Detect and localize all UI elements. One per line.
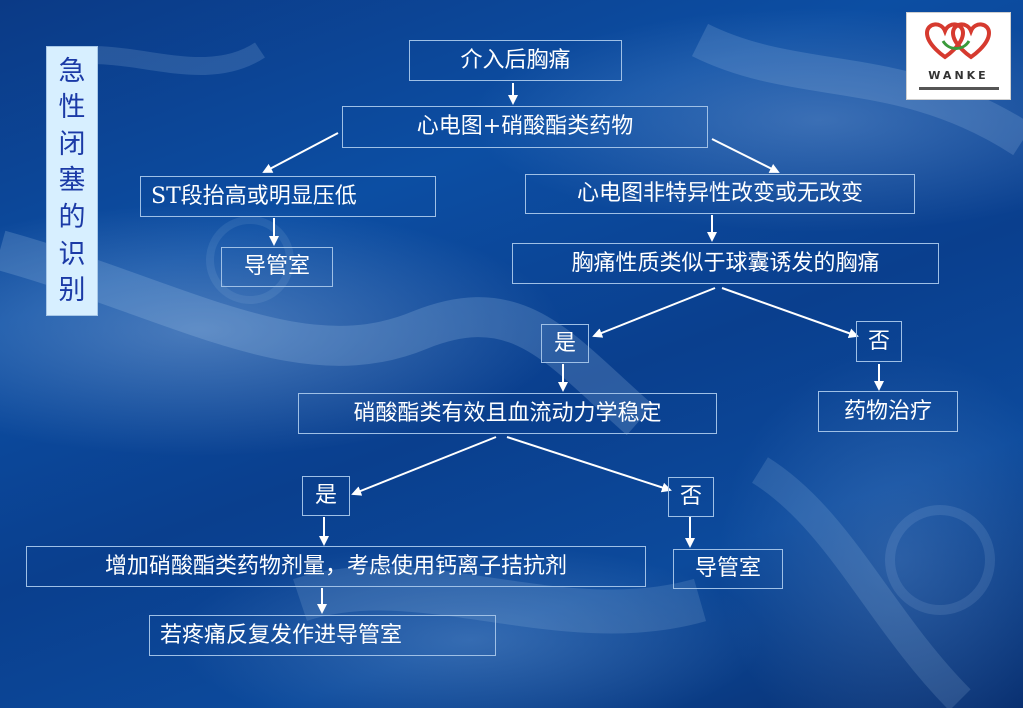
- node-start: 介入后胸痛: [409, 40, 622, 81]
- title-char: 急: [58, 55, 86, 87]
- node-recurrent-pain: 若疼痛反复发作进导管室: [149, 615, 496, 656]
- node-nitrate-effective: 硝酸酯类有效且血流动力学稳定: [298, 393, 717, 434]
- node-no-2: 否: [668, 477, 714, 517]
- node-drug-therapy: 药物治疗: [818, 391, 958, 432]
- logo-underline: [919, 87, 999, 90]
- node-st-change: ST段抬高或明显压低: [140, 176, 436, 217]
- node-no-1: 否: [856, 321, 902, 362]
- node-balloon-pain: 胸痛性质类似于球囊诱发的胸痛: [512, 243, 939, 284]
- title-char: 性: [58, 92, 86, 124]
- heart-logo-icon: [924, 22, 992, 60]
- node-cath-lab-1: 导管室: [221, 247, 333, 287]
- node-cath-lab-2: 导管室: [673, 549, 783, 589]
- node-increase-dose: 增加硝酸酯类药物剂量，考虑使用钙离子拮抗剂: [26, 546, 646, 587]
- title-char: 的: [58, 202, 86, 234]
- arrow-ecg-to-nonspecific: [711, 138, 780, 173]
- title-char: 闭: [58, 128, 86, 160]
- vertical-title: 急 性 闭 塞 的 识 别: [46, 46, 98, 316]
- wanke-logo: WANKE: [906, 12, 1011, 100]
- node-yes-2: 是: [302, 476, 350, 516]
- arrow-ecg-to-st: [262, 132, 339, 173]
- node-yes-1: 是: [541, 324, 589, 363]
- title-char: 别: [58, 275, 86, 307]
- arrow-balloon-to-no1: [721, 287, 859, 339]
- arrow-nitrate-to-yes2: [351, 436, 497, 496]
- node-ecg-nitrate: 心电图+硝酸酯类药物: [342, 106, 708, 148]
- logo-text: WANKE: [928, 69, 989, 82]
- arrow-nitrate-to-no2: [506, 436, 672, 493]
- arrow-balloon-to-yes1: [592, 287, 716, 338]
- title-char: 塞: [58, 165, 86, 197]
- node-ecg-nonspecific: 心电图非特异性改变或无改变: [525, 174, 915, 214]
- title-char: 识: [58, 238, 86, 270]
